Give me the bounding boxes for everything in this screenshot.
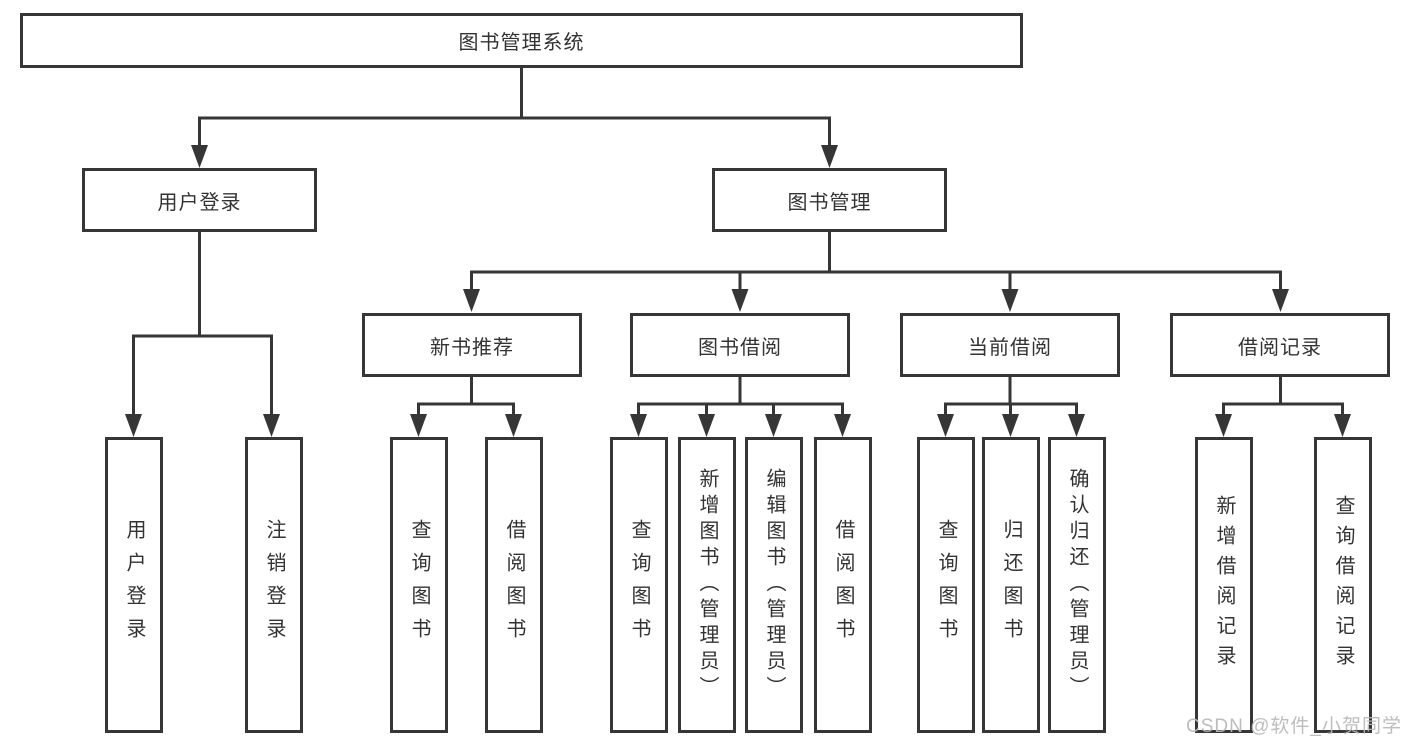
leaf-recommend-borrow-books-label: 借阅图书 — [503, 519, 525, 651]
node-current-borrow: 当前借阅 — [900, 313, 1120, 377]
node-borrow-records-label: 借阅记录 — [1238, 336, 1322, 359]
node-user-login-label: 用户登录 — [157, 191, 242, 214]
node-book-borrow: 图书借阅 — [630, 313, 850, 377]
node-root-system: 图书管理系统 — [20, 13, 1023, 68]
leaf-recommend-query-books: 查询图书 — [390, 437, 448, 733]
leaf-confirm-return-admin: 确认归还（管理员） — [1048, 437, 1106, 733]
leaf-add-books-admin: 新增图书（管理员） — [678, 437, 736, 733]
node-book-management-label: 图书管理 — [787, 191, 872, 214]
leaf-recommend-query-books-label: 查询图书 — [408, 519, 430, 651]
leaf-current-query-books: 查询图书 — [917, 437, 975, 733]
csdn-watermark: CSDN @软件_小贺同学 — [1186, 716, 1402, 737]
node-current-borrow-label: 当前借阅 — [968, 336, 1052, 359]
leaf-user-login-label: 用户登录 — [123, 519, 145, 651]
leaf-logout: 注销登录 — [245, 437, 303, 733]
leaf-borrow-query-books: 查询图书 — [610, 437, 668, 733]
node-user-login: 用户登录 — [82, 168, 317, 232]
node-borrow-records: 借阅记录 — [1170, 313, 1390, 377]
leaf-query-borrow-record: 查询借阅记录 — [1314, 437, 1372, 733]
leaf-add-borrow-record-label: 新增借阅记录 — [1213, 495, 1235, 675]
node-root-label: 图书管理系统 — [458, 32, 585, 54]
leaf-query-borrow-record-label: 查询借阅记录 — [1332, 495, 1354, 675]
leaf-edit-books-admin: 编辑图书（管理员） — [745, 437, 803, 733]
node-book-management: 图书管理 — [712, 168, 947, 232]
leaf-edit-books-admin-label: 编辑图书（管理员） — [763, 468, 785, 702]
node-book-borrow-label: 图书借阅 — [698, 336, 782, 359]
leaf-borrow-query-books-label: 查询图书 — [628, 519, 650, 651]
leaf-current-query-books-label: 查询图书 — [935, 519, 957, 651]
node-new-book-recommend: 新书推荐 — [362, 313, 582, 377]
leaf-add-borrow-record: 新增借阅记录 — [1195, 437, 1253, 733]
node-new-book-recommend-label: 新书推荐 — [430, 336, 514, 359]
leaf-add-books-admin-label: 新增图书（管理员） — [696, 468, 718, 702]
leaf-user-login: 用户登录 — [105, 437, 163, 733]
leaf-recommend-borrow-books: 借阅图书 — [485, 437, 543, 733]
leaf-borrow-books: 借阅图书 — [814, 437, 872, 733]
leaf-borrow-books-label: 借阅图书 — [832, 519, 854, 651]
leaf-return-books-label: 归还图书 — [1000, 519, 1022, 651]
leaf-confirm-return-admin-label: 确认归还（管理员） — [1066, 468, 1088, 702]
leaf-return-books: 归还图书 — [982, 437, 1040, 733]
leaf-logout-label: 注销登录 — [263, 519, 285, 651]
